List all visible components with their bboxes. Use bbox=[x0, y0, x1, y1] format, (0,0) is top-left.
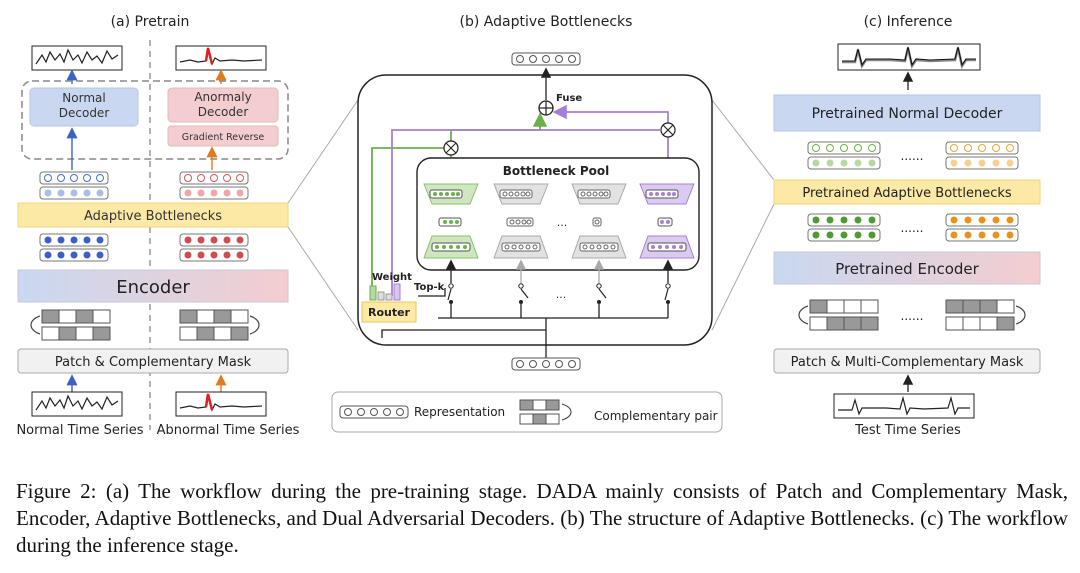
normal-decoder-line2: Decoder bbox=[59, 106, 110, 120]
legend-complementary-label: Complementary pair bbox=[594, 409, 718, 423]
switch-ellipsis: ... bbox=[556, 288, 567, 301]
green-multiply-icon bbox=[443, 140, 459, 156]
inference-adaptive-bottlenecks-label: Pretrained Adaptive Bottlenecks bbox=[802, 186, 1012, 201]
normal-series-label: Normal Time Series bbox=[16, 423, 143, 438]
zoom-line-left-top bbox=[287, 99, 359, 204]
gradient-reverse-box: Gradient Reverse bbox=[167, 125, 279, 147]
encoder-label: Encoder bbox=[116, 277, 190, 298]
test-series-signal bbox=[833, 393, 975, 419]
inference-adaptive-bottlenecks: Pretrained Adaptive Bottlenecks bbox=[773, 179, 1041, 205]
figure-caption: Figure 2: (a) The workflow during the pr… bbox=[16, 479, 1068, 557]
inference-orange-rep-dark bbox=[945, 213, 1019, 242]
bottleneck-expert-3 bbox=[571, 183, 627, 259]
inference-normal-decoder-label: Pretrained Normal Decoder bbox=[812, 106, 1003, 122]
inference-bottom-ellipsis: ...... bbox=[901, 309, 924, 323]
weight-bars bbox=[369, 283, 401, 301]
zoom-line-left-bottom bbox=[287, 226, 359, 331]
fuse-label: Fuse bbox=[556, 93, 582, 104]
encoder-bar: Encoder bbox=[17, 269, 289, 303]
panel-adaptive-bottlenecks: (b) Adaptive Bottlenecks Fuse bbox=[331, 14, 723, 433]
decoder-group-frame bbox=[21, 80, 289, 160]
normal-rep-light bbox=[39, 171, 109, 200]
purple-multiply-icon bbox=[660, 122, 676, 138]
anomaly-decoder-box: Anormaly Decoder bbox=[167, 87, 279, 123]
panel-title-bottleneck: (b) Adaptive Bottlenecks bbox=[460, 14, 633, 30]
bottleneck-pool-label: Bottleneck Pool bbox=[503, 164, 609, 178]
panel-pretrain: (a) Pretrain Normal Decoder Anormaly Dec… bbox=[16, 14, 299, 438]
inference-encoder: Pretrained Encoder bbox=[773, 251, 1041, 285]
adaptive-bottlenecks-label: Adaptive Bottlenecks bbox=[84, 209, 222, 224]
anomaly-rep-dark bbox=[179, 233, 249, 262]
inference-normal-decoder: Pretrained Normal Decoder bbox=[773, 94, 1041, 132]
anomaly-output-signal bbox=[175, 45, 267, 71]
legend-box: Representation Complementary pair bbox=[331, 391, 723, 433]
normal-output-signal bbox=[31, 45, 123, 71]
inference-mask-label: Patch & Multi-Complementary Mask bbox=[791, 355, 1024, 370]
anomaly-rep-light bbox=[179, 171, 249, 200]
bottleneck-output-rep bbox=[511, 52, 581, 66]
anomaly-decoder-line2: Decoder bbox=[198, 105, 249, 119]
topk-switches bbox=[447, 283, 671, 304]
topk-label: Top-k bbox=[414, 282, 445, 293]
patch-mask-label: Patch & Complementary Mask bbox=[55, 355, 252, 370]
normal-input-signal bbox=[31, 391, 123, 417]
normal-decoder-line1: Normal bbox=[62, 91, 105, 105]
anomaly-complementary-pair bbox=[179, 309, 260, 341]
bottleneck-pool-frame bbox=[416, 157, 700, 271]
panel-title-inference: (c) Inference bbox=[864, 14, 953, 30]
gradient-reverse-label: Gradient Reverse bbox=[182, 132, 265, 143]
inference-top-ellipsis: ...... bbox=[901, 149, 924, 163]
panel-title-pretrain: (a) Pretrain bbox=[111, 14, 190, 30]
anomaly-decoder-line1: Anormaly bbox=[194, 90, 251, 104]
bottleneck-expert-4 bbox=[639, 183, 695, 259]
bottleneck-expert-2 bbox=[493, 183, 549, 259]
bottleneck-expert-1 bbox=[423, 183, 479, 259]
abnormal-series-label: Abnormal Time Series bbox=[157, 423, 300, 438]
test-series-label: Test Time Series bbox=[854, 423, 961, 438]
zoom-line-right-bottom bbox=[711, 203, 775, 331]
fuse-plus-icon bbox=[538, 100, 554, 116]
inference-complementary-pair-right bbox=[945, 299, 1026, 331]
normal-decoder-box: Normal Decoder bbox=[29, 87, 139, 127]
normal-rep-dark bbox=[39, 233, 109, 262]
pool-ellipsis: ... bbox=[557, 216, 568, 229]
patch-mask-bar: Patch & Complementary Mask bbox=[17, 348, 289, 374]
inference-middle-ellipsis: ...... bbox=[901, 221, 924, 235]
inference-orange-rep-light bbox=[945, 141, 1019, 170]
legend-representation-label: Representation bbox=[414, 405, 505, 419]
figure-2-diagram: (a) Pretrain Normal Decoder Anormaly Dec… bbox=[16, 14, 1041, 438]
inference-green-rep-light bbox=[807, 141, 881, 170]
inference-mask-bar: Patch & Multi-Complementary Mask bbox=[773, 348, 1041, 374]
panel-inference: (c) Inference Pretrained Normal Decoder … bbox=[773, 14, 1041, 438]
abnormal-input-signal bbox=[175, 391, 267, 417]
inference-output-signal bbox=[837, 43, 981, 71]
inference-complementary-pair-left bbox=[798, 299, 879, 331]
adaptive-bottlenecks-bar: Adaptive Bottlenecks bbox=[17, 202, 289, 228]
bottleneck-input-rep bbox=[511, 357, 581, 371]
normal-complementary-pair bbox=[30, 309, 111, 341]
zoom-line-right-top bbox=[711, 99, 775, 181]
inference-green-rep-dark bbox=[807, 213, 881, 242]
weight-label: Weight bbox=[372, 272, 412, 283]
router-box: Router bbox=[361, 301, 417, 323]
inference-encoder-label: Pretrained Encoder bbox=[835, 260, 979, 278]
router-label: Router bbox=[368, 306, 411, 319]
